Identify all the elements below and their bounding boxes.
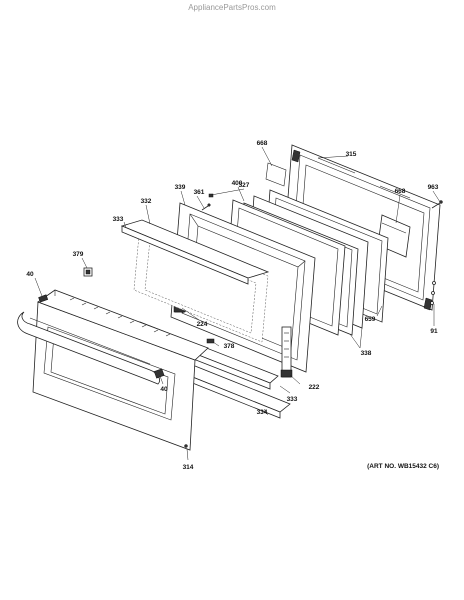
callout-334: 334: [257, 409, 268, 416]
callout-333-upper: 333: [113, 216, 124, 223]
callout-339: 339: [175, 184, 186, 191]
callout-338: 338: [361, 350, 372, 357]
callout-361: 361: [194, 189, 205, 196]
callout-224: 224: [197, 321, 208, 328]
part-40-handle-endcap-left: [38, 294, 49, 303]
leader-lines: [34, 146, 441, 461]
callout-379: 379: [73, 251, 84, 258]
callout-963: 963: [428, 184, 439, 191]
callout-314: 314: [183, 464, 194, 471]
callout-40-left: 40: [26, 271, 34, 278]
callout-333-lower: 333: [287, 396, 298, 403]
watermark-text: AppliancePartsPros.com: [188, 3, 276, 12]
callout-378: 378: [224, 343, 235, 350]
callout-40-right: 40: [160, 386, 168, 393]
part-327-clip: [208, 193, 214, 198]
callout-315: 315: [346, 151, 357, 158]
callout-668-top: 668: [257, 140, 268, 147]
callout-400: 400: [232, 180, 243, 187]
callout-91: 91: [430, 328, 438, 335]
callout-668-right: 668: [395, 188, 406, 195]
part-379-bracket: [83, 267, 93, 277]
part-361-screw: [201, 203, 211, 211]
part-91-screws: [430, 281, 436, 305]
part-222-hinge-right: [280, 326, 293, 378]
callout-332: 332: [141, 198, 152, 205]
callout-labels: 668 315 327 400 339 361 332 963 668 333 …: [26, 140, 438, 471]
part-door-handle: [17, 311, 160, 385]
part-314-outer-door-panel: [32, 289, 209, 451]
part-378-clip: [206, 338, 215, 344]
callout-327: 327: [239, 182, 250, 189]
callout-222: 222: [309, 384, 320, 391]
part-668-insulation-top: [265, 162, 287, 187]
art-number: (ART NO. WB15432 C6): [367, 463, 439, 470]
part-963-screw: [431, 200, 443, 209]
part-333-upper-channel: [120, 219, 270, 285]
callout-659: 659: [365, 316, 376, 323]
